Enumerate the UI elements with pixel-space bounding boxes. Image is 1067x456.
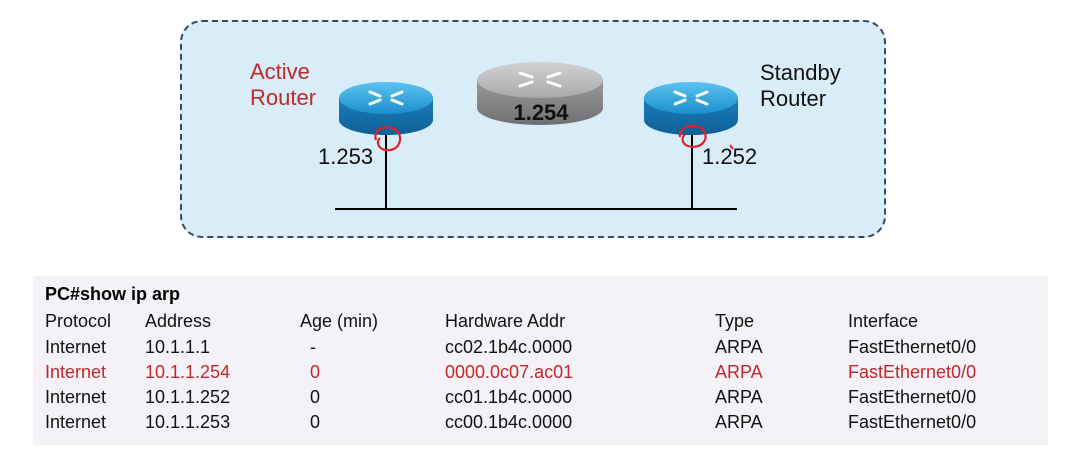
cell-age: 0 — [310, 387, 321, 407]
header-protocol: Protocol — [45, 311, 112, 331]
standby-router-icon — [644, 82, 738, 135]
active-router-ip: 1.253 — [318, 144, 374, 169]
standby-router-ip: 1.252 — [702, 144, 758, 169]
cell-hardware-addr: cc00.1b4c.0000 — [445, 412, 573, 432]
arp-command: PC#show ip arp — [45, 284, 181, 304]
virtual-router-icon — [477, 62, 603, 125]
cell-interface: FastEthernet0/0 — [848, 362, 977, 382]
active-label-line1: Active — [250, 59, 310, 84]
arp-table-output: PC#show ip arp Protocol Address Age (min… — [33, 276, 1048, 445]
cell-age: - — [310, 337, 316, 357]
active-interface-annotation — [374, 126, 402, 152]
cell-hardware-addr: 0000.0c07.ac01 — [445, 362, 574, 382]
network-diagram: Active Router 1.253 1.254 Standby Router… — [180, 20, 886, 238]
annotation-tick-mark — [729, 144, 734, 150]
arp-row: Internet 10.1.1.253 0 cc00.1b4c.0000 ARP… — [33, 412, 1048, 436]
cell-interface: FastEthernet0/0 — [848, 412, 977, 432]
cell-protocol: Internet — [45, 337, 107, 357]
cell-protocol: Internet — [45, 387, 107, 407]
cell-address: 10.1.1.252 — [145, 387, 231, 407]
cell-protocol: Internet — [45, 362, 107, 382]
cell-address: 10.1.1.1 — [145, 337, 211, 357]
cell-address: 10.1.1.254 — [145, 362, 231, 382]
virtual-router-label: 1.254 — [513, 100, 569, 125]
arp-row-virtual-highlighted: Internet 10.1.1.254 0 0000.0c07.ac01 ARP… — [33, 362, 1048, 386]
header-address: Address — [145, 311, 212, 331]
arp-row: Internet 10.1.1.1 - cc02.1b4c.0000 ARPA … — [33, 337, 1048, 361]
active-label-line2: Router — [250, 85, 317, 110]
diagram-graphics — [335, 62, 738, 210]
cell-interface: FastEthernet0/0 — [848, 337, 977, 357]
cell-hardware-addr: cc02.1b4c.0000 — [445, 337, 573, 357]
arp-row: Internet 10.1.1.252 0 cc01.1b4c.0000 ARP… — [33, 387, 1048, 411]
header-hardware-addr: Hardware Addr — [445, 311, 566, 331]
active-router-label: Active Router — [250, 59, 316, 111]
header-age: Age (min) — [300, 311, 379, 331]
header-type: Type — [715, 311, 755, 331]
standby-label-line1: Standby — [760, 60, 841, 85]
cell-age: 0 — [310, 412, 321, 432]
cell-interface: FastEthernet0/0 — [848, 387, 977, 407]
cell-type: ARPA — [715, 337, 763, 357]
standby-interface-annotation — [678, 124, 707, 148]
cell-type: ARPA — [715, 362, 763, 382]
cell-age: 0 — [310, 362, 321, 382]
active-router-icon — [339, 82, 433, 135]
cell-type: ARPA — [715, 412, 763, 432]
cell-address: 10.1.1.253 — [145, 412, 231, 432]
arp-header-row: Protocol Address Age (min) Hardware Addr… — [33, 311, 1048, 335]
standby-label-line2: Router — [760, 86, 827, 111]
cell-protocol: Internet — [45, 412, 107, 432]
standby-router-label: Standby Router — [760, 60, 841, 112]
cell-hardware-addr: cc01.1b4c.0000 — [445, 387, 573, 407]
cell-type: ARPA — [715, 387, 763, 407]
header-interface: Interface — [848, 311, 919, 331]
